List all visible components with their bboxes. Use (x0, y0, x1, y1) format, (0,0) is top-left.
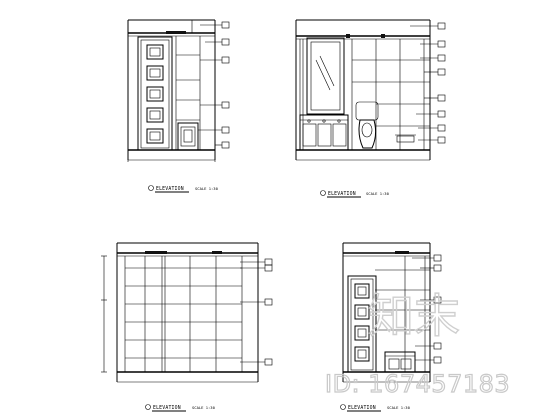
elevation-d (342, 242, 442, 383)
elevation-b (295, 19, 446, 161)
elevation-a (127, 19, 230, 162)
elevation-c-label: ELEVATION (153, 405, 181, 411)
watermark-id: ID: 167457183 (325, 370, 510, 398)
elevation-c-title: ELEVATION SCALE 1:30 (145, 404, 216, 412)
elevation-a-label: ELEVATION (156, 186, 184, 192)
watermark-brand: 知末 (368, 289, 460, 343)
elevation-d-label: ELEVATION (348, 405, 376, 411)
elevation-b-label: ELEVATION (328, 191, 356, 197)
elevation-b-title: ELEVATION SCALE 1:30 (320, 190, 390, 198)
watermark: 知末 ID: 167457183 (324, 288, 510, 398)
elevation-c (101, 242, 273, 383)
elevation-a-scale: SCALE 1:30 (195, 186, 219, 191)
elevation-c-scale: SCALE 1:30 (192, 405, 216, 410)
elevation-b-scale: SCALE 1:30 (366, 191, 390, 196)
elevation-a-title: ELEVATION SCALE 1:30 (148, 185, 219, 193)
elevation-d-scale: SCALE 1:30 (387, 405, 411, 410)
elevation-d-title: ELEVATION SCALE 1:30 (340, 404, 411, 412)
